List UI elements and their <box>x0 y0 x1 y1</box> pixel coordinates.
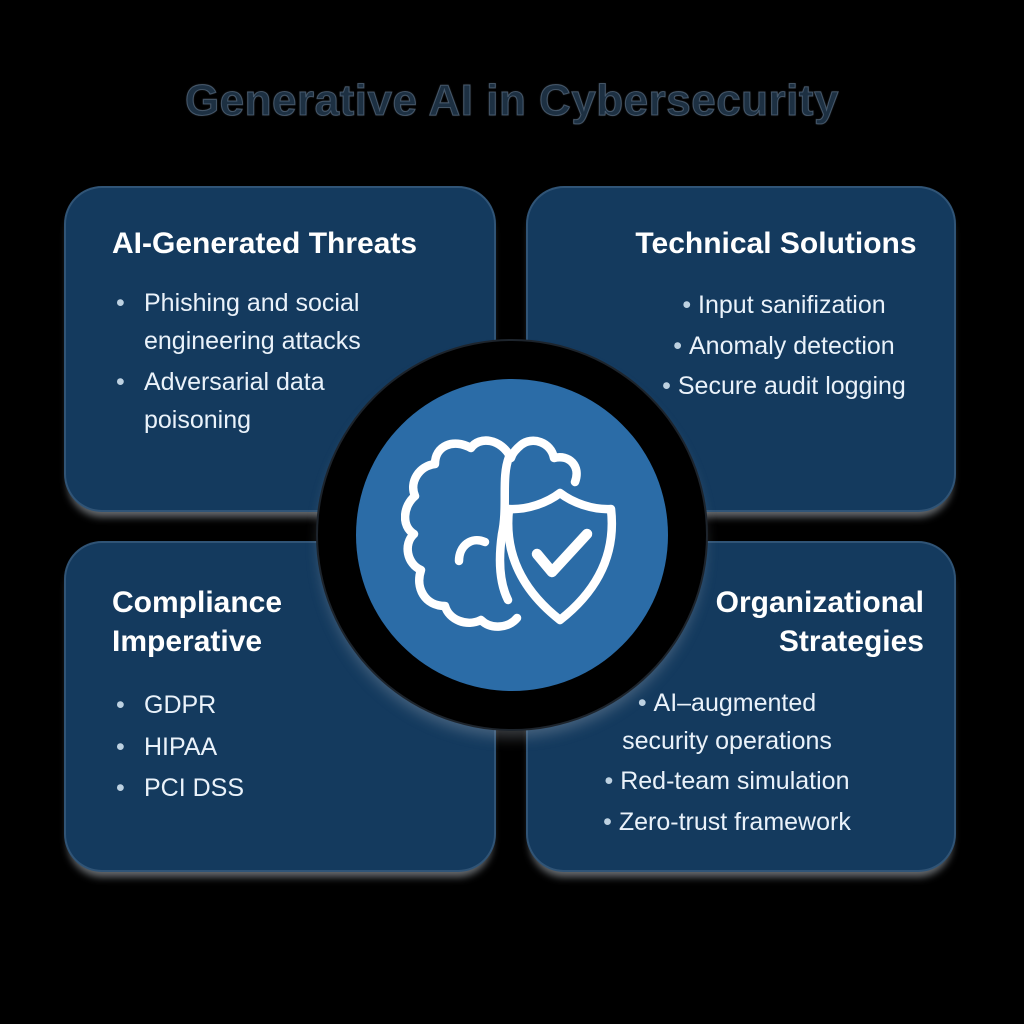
brain-fold-arc <box>454 536 490 566</box>
page-title: Generative AI in Cybersecurity <box>184 75 840 125</box>
card-ai-generated-threats: AI-Generated Threats Phishing and social… <box>64 186 496 512</box>
list-item: Adversarial data poisoning <box>112 364 364 439</box>
bullet-list-organizational-strategies: AI–augmented security operations Red-tea… <box>558 685 924 841</box>
list-item: HIPAA <box>112 729 466 767</box>
brain-fissure-line <box>495 452 514 605</box>
card-title-ai-generated-threats: AI-Generated Threats <box>112 227 418 260</box>
list-item: Red-team simulation <box>558 763 896 801</box>
list-item: Zero-trust framework <box>558 804 896 842</box>
card-technical-solutions: Technical Solutions Input sanifization A… <box>526 186 956 512</box>
list-item: Secure audit logging <box>638 368 930 406</box>
card-title-technical-solutions: Technical Solutions <box>635 227 917 260</box>
brain-shield-icon <box>401 436 617 631</box>
list-item: AI–augmented security operations <box>596 685 858 760</box>
list-item: PCI DSS <box>112 770 466 808</box>
card-title-organizational-strategies: Organizational Strategies <box>715 586 924 658</box>
list-item: Phishing and social engineering attacks <box>112 285 466 360</box>
brain-icon <box>401 436 581 631</box>
bullet-list-technical-solutions: Input sanifization Anomaly detection Sec… <box>568 287 930 406</box>
bullet-list-ai-generated-threats: Phishing and social engineering attacks … <box>112 285 466 439</box>
list-item: Anomaly detection <box>638 328 930 366</box>
checkmark-icon <box>531 528 593 578</box>
list-item: GDPR <box>112 687 466 725</box>
bullet-list-compliance-imperative: GDPR HIPAA PCI DSS <box>112 687 466 808</box>
list-item: Input sanifization <box>638 287 930 325</box>
card-title-compliance-imperative: Compliance Imperative <box>112 586 283 658</box>
